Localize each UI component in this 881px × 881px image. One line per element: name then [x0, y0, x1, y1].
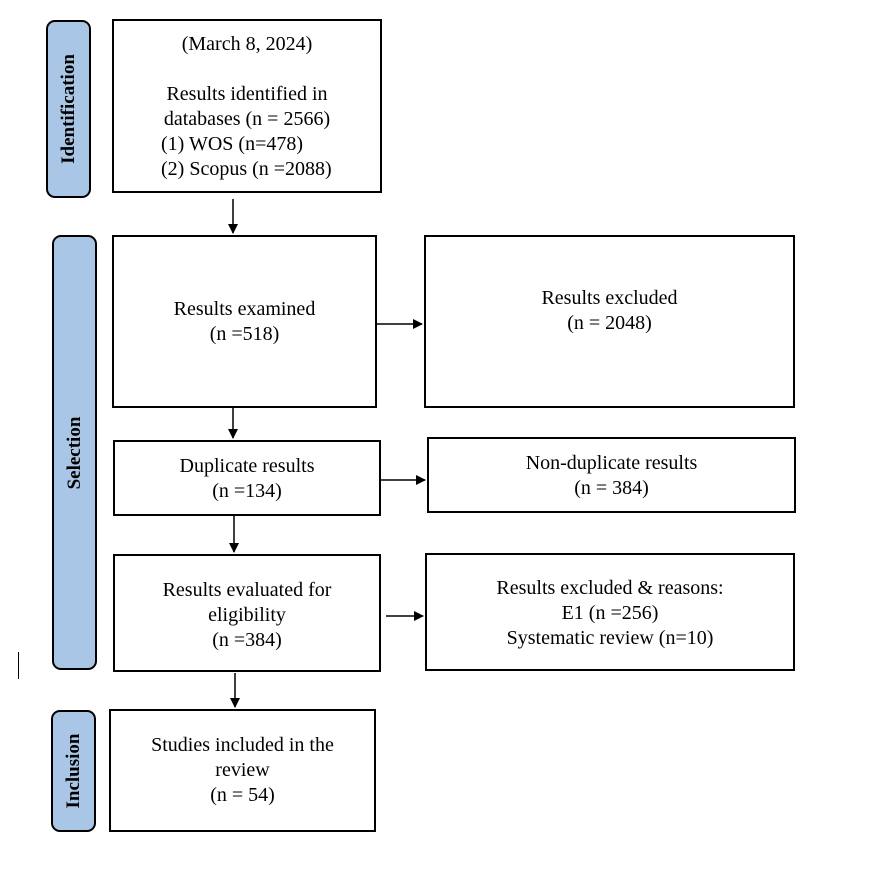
excluded-reasons-line2: E1 (n =256) [561, 602, 659, 624]
phase-selection: Selection [52, 235, 97, 670]
identified-line2: databases (n = 2566) [163, 108, 331, 130]
phase-inclusion: Inclusion [51, 710, 96, 832]
box-duplicate: Duplicate results (n =134) [113, 440, 381, 516]
excluded-reasons-line3: Systematic review (n=10) [506, 627, 714, 649]
examined-line2: (n =518) [209, 323, 280, 345]
text-cursor-mark [18, 652, 19, 679]
box-excluded: Results excluded (n = 2048) [424, 235, 795, 408]
eligibility-line2: eligibility [208, 604, 286, 626]
box-included: Studies included in the review (n = 54) [109, 709, 376, 832]
identified-date: (March 8, 2024) [181, 33, 313, 55]
examined-line1: Results examined [173, 298, 316, 320]
included-line2: review [215, 759, 270, 781]
excluded-reasons-line1: Results excluded & reasons: [496, 577, 724, 599]
box-examined: Results examined (n =518) [112, 235, 377, 408]
included-line3: (n = 54) [210, 784, 275, 806]
identified-line3: (1) WOS (n=478) [161, 133, 304, 155]
excluded-line1: Results excluded [541, 287, 678, 309]
duplicate-line1: Duplicate results [179, 455, 315, 477]
phase-identification: Identification [46, 20, 91, 198]
eligibility-line3: (n =384) [212, 629, 282, 651]
identified-line4: (2) Scopus (n =2088) [161, 158, 332, 180]
non-duplicate-line1: Non-duplicate results [525, 452, 698, 474]
excluded-line2: (n = 2048) [567, 312, 652, 334]
eligibility-line1: Results evaluated for [162, 579, 332, 601]
box-eligibility: Results evaluated for eligibility (n =38… [113, 554, 381, 672]
non-duplicate-line2: (n = 384) [574, 477, 649, 499]
duplicate-line2: (n =134) [212, 480, 282, 502]
box-excluded-reasons: Results excluded & reasons: E1 (n =256) … [425, 553, 795, 671]
box-identified: (March 8, 2024) Results identified in da… [112, 19, 382, 193]
box-non-duplicate: Non-duplicate results (n = 384) [427, 437, 796, 513]
included-line1: Studies included in the [151, 734, 334, 756]
identified-line1: Results identified in [166, 83, 328, 105]
